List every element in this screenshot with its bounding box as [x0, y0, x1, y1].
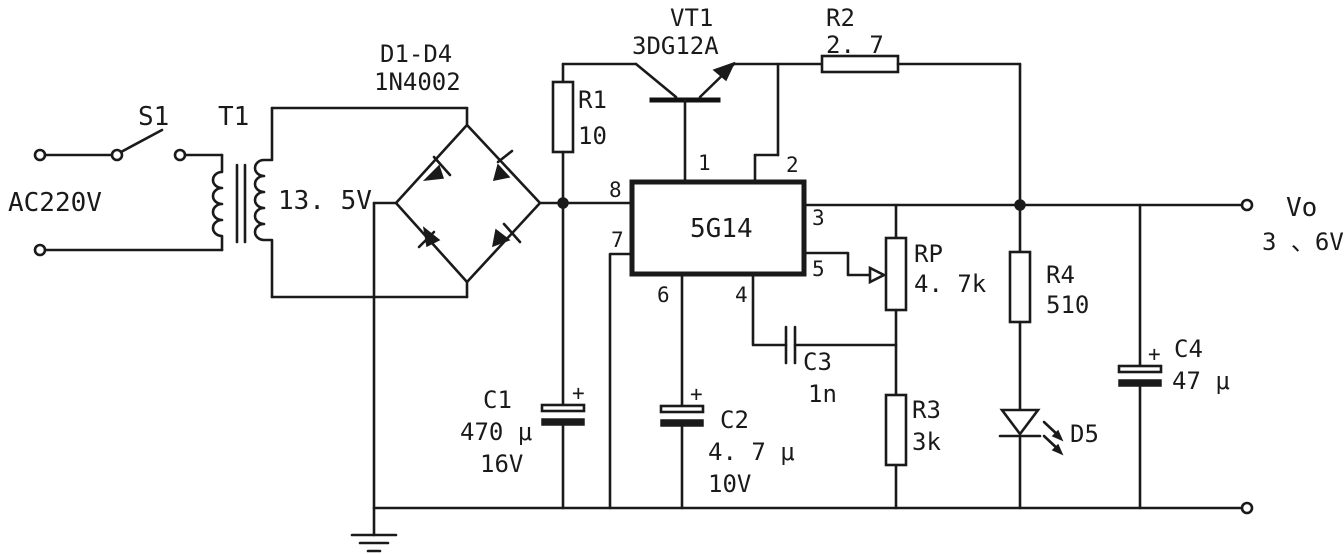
pin-4: 4 — [735, 283, 748, 307]
potentiometer-rp: RP 4. 7k — [802, 203, 987, 397]
bridge-rectifier: D1-D4 1N4002 — [372, 40, 634, 299]
output-label: Vo — [1286, 193, 1317, 223]
secondary-coil — [253, 106, 274, 299]
pin-7: 7 — [611, 228, 624, 252]
r4-ref: R4 — [1046, 261, 1075, 289]
r1-value: 10 — [578, 122, 607, 150]
c2-plus: + — [690, 382, 703, 406]
ic-label: 5G14 — [690, 214, 753, 244]
ground-rail — [350, 201, 1254, 553]
switch-s1: S1 — [110, 102, 224, 162]
ic-5g14: 5G14 1 2 3 4 5 6 7 8 — [609, 151, 825, 307]
switch-contact-right — [173, 148, 187, 162]
c3-value: 1n — [808, 380, 837, 408]
output-terminal-bottom — [1240, 501, 1254, 515]
led-light-arrows-icon — [1042, 420, 1064, 456]
diode-d2 — [492, 149, 514, 181]
secondary-voltage: 13. 5V — [278, 186, 372, 216]
switch-ref: S1 — [138, 102, 169, 132]
diode-d1 — [422, 155, 452, 181]
switch-lever — [119, 128, 164, 154]
resistor-r1: R1 10 — [551, 62, 607, 205]
pin-5: 5 — [812, 257, 825, 281]
c1-value: 470 μ — [460, 418, 532, 446]
capacitor-c3: C3 1n — [751, 272, 898, 408]
diode-d3 — [417, 226, 441, 249]
led-d5: D5 — [998, 408, 1099, 510]
c4-value: 47 μ — [1172, 367, 1230, 395]
c2-value: 4. 7 μ — [708, 438, 795, 466]
input-terminal-bottom — [33, 243, 47, 257]
r2-ref: R2 — [826, 4, 855, 32]
resistor-r2: R2 2. 7 — [820, 4, 1022, 207]
r3-value: 3k — [912, 428, 941, 456]
rp-value: 4. 7k — [914, 270, 987, 298]
vt1-ref: VT1 — [670, 4, 713, 32]
output-range: 3 、6V — [1262, 228, 1344, 256]
bridge-ref: D1-D4 — [380, 40, 452, 68]
resistor-r4: R4 510 — [1008, 203, 1089, 412]
primary-coil — [211, 153, 224, 252]
pin-3: 3 — [812, 206, 825, 230]
input-label: AC220V — [8, 188, 102, 218]
c1-voltage: 16V — [480, 450, 523, 478]
r4-value: 510 — [1046, 291, 1089, 319]
capacitor-c4: + C4 47 μ — [1117, 203, 1230, 510]
capacitor-c1: + C1 470 μ 16V — [460, 201, 586, 510]
d5-ref: D5 — [1070, 420, 1099, 448]
pin-6: 6 — [657, 283, 670, 307]
bridge-value: 1N4002 — [374, 68, 461, 96]
c1-plus: + — [572, 381, 585, 405]
pin-2: 2 — [786, 153, 799, 177]
c4-plus: + — [1148, 342, 1161, 366]
c2-ref: C2 — [720, 406, 749, 434]
pin-1: 1 — [698, 151, 711, 175]
diode-d4 — [492, 222, 522, 248]
c3-ref: C3 — [803, 348, 832, 376]
resistor-r3: R3 3k — [884, 393, 941, 510]
r3-ref: R3 — [912, 396, 941, 424]
c2-voltage: 10V — [708, 470, 751, 498]
r1-ref: R1 — [578, 86, 607, 114]
ac-input: AC220V — [8, 148, 224, 257]
c1-ref: C1 — [483, 386, 512, 414]
transistor-vt1: VT1 3DG12A — [561, 4, 822, 184]
rp-ref: RP — [914, 240, 943, 268]
transformer-t1: T1 13. 5V — [211, 102, 469, 299]
input-terminal-top — [33, 148, 47, 162]
switch-contact-left — [110, 148, 124, 162]
vt1-value: 3DG12A — [632, 32, 719, 60]
output-terminal-top — [1240, 198, 1254, 212]
ground-symbol — [350, 533, 398, 553]
r2-value: 2. 7 — [826, 31, 884, 59]
capacitor-c2: + C2 4. 7 μ 10V — [659, 272, 795, 510]
pin-8: 8 — [609, 178, 622, 202]
c4-ref: C4 — [1174, 335, 1203, 363]
transformer-ref: T1 — [218, 102, 249, 132]
